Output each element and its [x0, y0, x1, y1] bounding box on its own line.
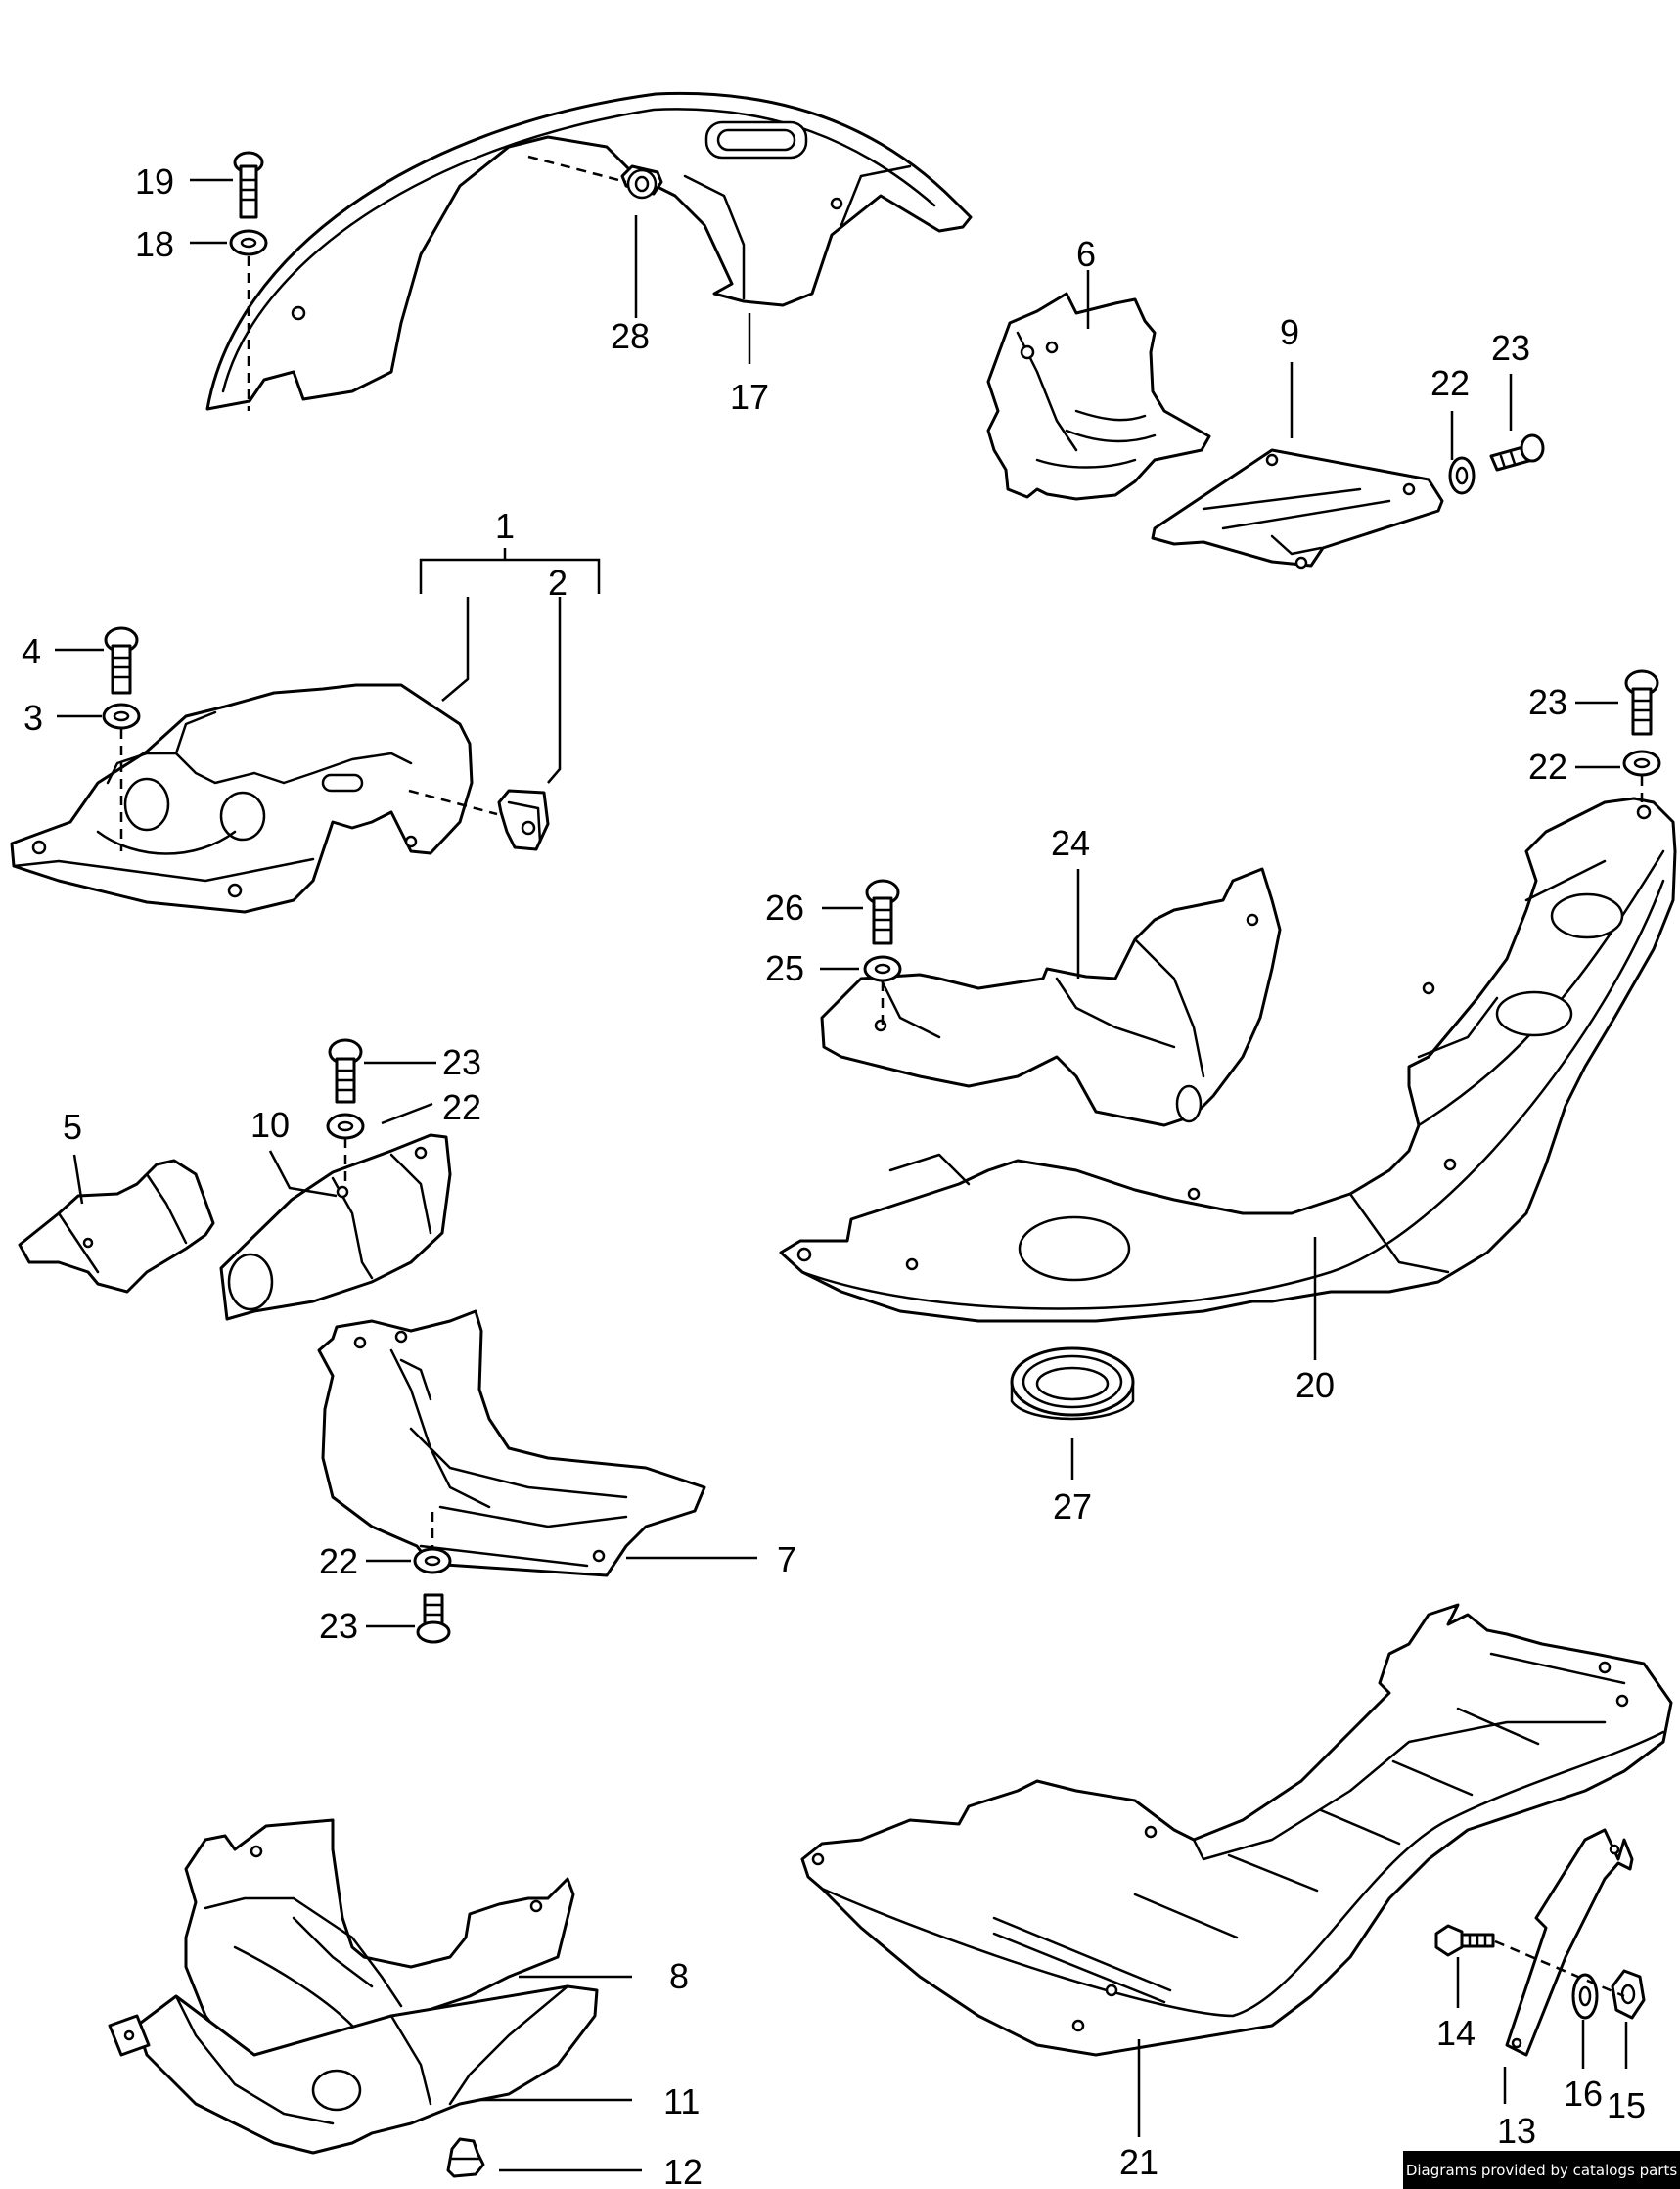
callout-labels: 19 18 28 17 6 9 22 23 1 2 4 3 5 10 23 22… — [22, 161, 1646, 2189]
callout-19: 19 — [135, 161, 174, 202]
part-18-washer — [229, 229, 268, 256]
part-7-deflector — [317, 1309, 706, 1577]
part-23-screw-upper-right — [1489, 433, 1545, 472]
part-12-plug — [446, 2137, 485, 2178]
part-23-screw-lower-left — [416, 1593, 451, 1644]
part-6-deflector — [986, 292, 1211, 501]
callout-22-mid-left: 22 — [442, 1087, 481, 1127]
callout-6: 6 — [1076, 234, 1096, 274]
part-22-washer-lower-left — [413, 1547, 452, 1574]
callout-17: 17 — [730, 377, 769, 417]
part-11-air-channel — [108, 1984, 599, 2155]
callout-27: 27 — [1053, 1486, 1092, 1527]
callout-1: 1 — [495, 506, 515, 546]
part-5-baffle — [18, 1159, 215, 1294]
callout-3: 3 — [23, 698, 43, 738]
callout-22-lower-left: 22 — [319, 1541, 358, 1581]
callout-22-upper-right: 22 — [1430, 363, 1470, 403]
callout-13: 13 — [1497, 2111, 1536, 2151]
part-23-screw-mid-left — [328, 1038, 363, 1104]
callout-20: 20 — [1295, 1365, 1335, 1405]
credit-text: Diagrams provided by catalogs parts — [1405, 2161, 1678, 2179]
part-26-screw — [865, 879, 900, 945]
part-10-baffle — [219, 1133, 452, 1321]
part-20-engine-cover-plate — [779, 797, 1677, 1323]
part-16-washer — [1571, 1973, 1599, 2020]
part-17-cylinder-cover — [205, 91, 973, 411]
part-22-washer-upper-right — [1448, 456, 1476, 495]
part-15-nut — [1611, 1969, 1646, 2020]
part-24-deflector — [820, 867, 1282, 1127]
callout-23-right: 23 — [1528, 682, 1567, 722]
part-27-seal-ring — [1010, 1346, 1135, 1421]
callout-11: 11 — [663, 2081, 700, 2121]
part-28-grommet — [620, 164, 663, 200]
callout-28: 28 — [611, 316, 650, 356]
callout-22-right: 22 — [1528, 747, 1567, 787]
callout-4: 4 — [22, 631, 41, 671]
callout-8: 8 — [669, 1956, 689, 1996]
part-23-screw-right — [1624, 669, 1659, 736]
callout-10: 10 — [250, 1105, 290, 1145]
callout-2: 2 — [548, 563, 568, 603]
part-1-fan-housing-cover — [10, 683, 474, 914]
callout-14: 14 — [1436, 2013, 1476, 2053]
part-21-lower-cover-plate — [800, 1603, 1673, 2057]
part-3-washer — [102, 703, 141, 730]
callout-15: 15 — [1607, 2085, 1646, 2125]
part-2-clip — [497, 789, 550, 851]
callout-9: 9 — [1280, 312, 1299, 352]
callout-23-upper-right: 23 — [1491, 328, 1530, 368]
part-9-heat-shield — [1151, 448, 1444, 570]
callout-24: 24 — [1051, 823, 1090, 863]
callout-12: 12 — [663, 2152, 703, 2189]
callout-25: 25 — [765, 948, 804, 988]
callout-16: 16 — [1564, 2074, 1603, 2114]
callout-18: 18 — [135, 224, 174, 264]
part-22-washer-mid-left — [326, 1113, 365, 1140]
part-25-washer — [863, 955, 902, 982]
callout-5: 5 — [63, 1107, 82, 1147]
part-4-screw — [104, 626, 139, 695]
credit-banner: Diagrams provided by catalogs parts — [1403, 2151, 1680, 2189]
part-22-washer-right — [1622, 750, 1661, 777]
callout-21: 21 — [1119, 2142, 1158, 2182]
callout-23-lower-left: 23 — [319, 1606, 358, 1646]
callout-7: 7 — [777, 1539, 796, 1579]
callout-23-mid-left: 23 — [442, 1042, 481, 1082]
part-14-bolt — [1434, 1924, 1495, 1957]
part-19-screw — [233, 151, 264, 219]
leader-lines — [55, 178, 1628, 2172]
part-13-bracket — [1505, 1828, 1634, 2057]
callout-26: 26 — [765, 888, 804, 928]
